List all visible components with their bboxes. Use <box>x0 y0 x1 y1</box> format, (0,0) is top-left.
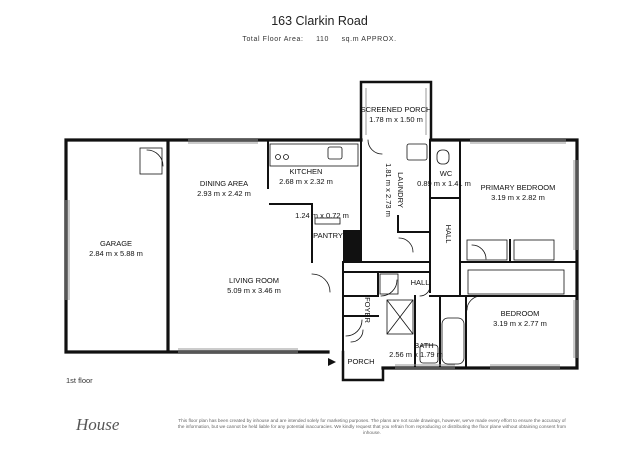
laundry-label: LAUNDRY <box>396 172 405 208</box>
disclaimer-text: This floor plan has been created by inho… <box>177 418 567 435</box>
living-room-label: LIVING ROOM <box>229 276 279 285</box>
bedroom-label: BEDROOM <box>501 309 540 318</box>
garage-label: GARAGE <box>100 239 132 248</box>
living-room-dims: 5.09 m x 3.46 m <box>227 286 281 295</box>
floor-level-label: 1st floor <box>66 376 93 385</box>
brand-logo-text: House <box>76 415 120 434</box>
total-floor-area: Total Floor Area: 110 sq.m APPROX. <box>0 36 639 43</box>
laundry-tub <box>406 143 428 161</box>
foyer-label: FOYER <box>363 297 372 323</box>
laundry-dims: 1.81 m x 2.73 m <box>384 163 393 217</box>
screened-porch-wall <box>359 80 433 142</box>
pantry-label: PANTRY <box>313 231 343 240</box>
hall-vertical-label: HALL <box>444 225 453 244</box>
area-label: Total Floor Area: <box>242 36 304 43</box>
kitchen-bench <box>269 143 359 167</box>
wc-label: WC <box>440 169 453 178</box>
bath-dims: 2.56 m x 1.79 m <box>389 350 443 359</box>
shower-cross <box>386 299 414 335</box>
dining-area-label: DINING AREA <box>200 179 248 188</box>
plan-title: 163 Clarkin Road <box>271 14 368 28</box>
door-swing <box>146 139 487 343</box>
pantry-dims: 1.24 m x 0.72 m <box>295 211 349 220</box>
dining-area-dims: 2.93 m x 2.42 m <box>197 189 251 198</box>
porch-label: PORCH <box>347 357 374 366</box>
shower <box>386 299 414 335</box>
wardrobe <box>467 269 565 295</box>
primary-bedroom-label: PRIMARY BEDROOM <box>481 183 556 192</box>
screened-porch-dims: 1.78 m x 1.50 m <box>369 115 423 124</box>
wardrobe <box>466 239 508 261</box>
kitchen-dims: 2.68 m x 2.32 m <box>279 177 333 186</box>
sink <box>327 146 343 160</box>
hall-cupboard <box>379 273 399 295</box>
wc-dims: 0.89 m x 1.41 m <box>417 179 471 188</box>
bathtub <box>441 317 465 365</box>
garage-dims: 2.84 m x 5.88 m <box>89 249 143 258</box>
chimney-block <box>343 230 361 262</box>
window <box>65 88 578 369</box>
primary-bedroom-dims: 3.19 m x 2.82 m <box>491 193 545 202</box>
bedroom-dims: 3.19 m x 2.77 m <box>493 319 547 328</box>
wardrobe <box>513 239 555 261</box>
area-value: 110 <box>316 36 330 43</box>
cooktop-burner <box>275 154 281 160</box>
vanity <box>419 344 439 364</box>
pantry-shelf <box>314 217 341 225</box>
cooktop-burner <box>283 154 289 160</box>
area-unit: sq.m APPROX. <box>341 36 397 43</box>
screened-porch-label: SCREENED PORCH <box>361 105 432 114</box>
bath-label: BATH <box>414 341 433 350</box>
brand-logo: House <box>76 415 119 435</box>
kitchen-label: KITCHEN <box>290 167 323 176</box>
garage-stairs <box>139 147 163 175</box>
hall-label: HALL <box>411 278 430 287</box>
interior-walls <box>267 139 578 369</box>
porch-wall <box>341 350 385 382</box>
entry-step <box>328 358 336 366</box>
wc-toilet <box>436 149 450 165</box>
